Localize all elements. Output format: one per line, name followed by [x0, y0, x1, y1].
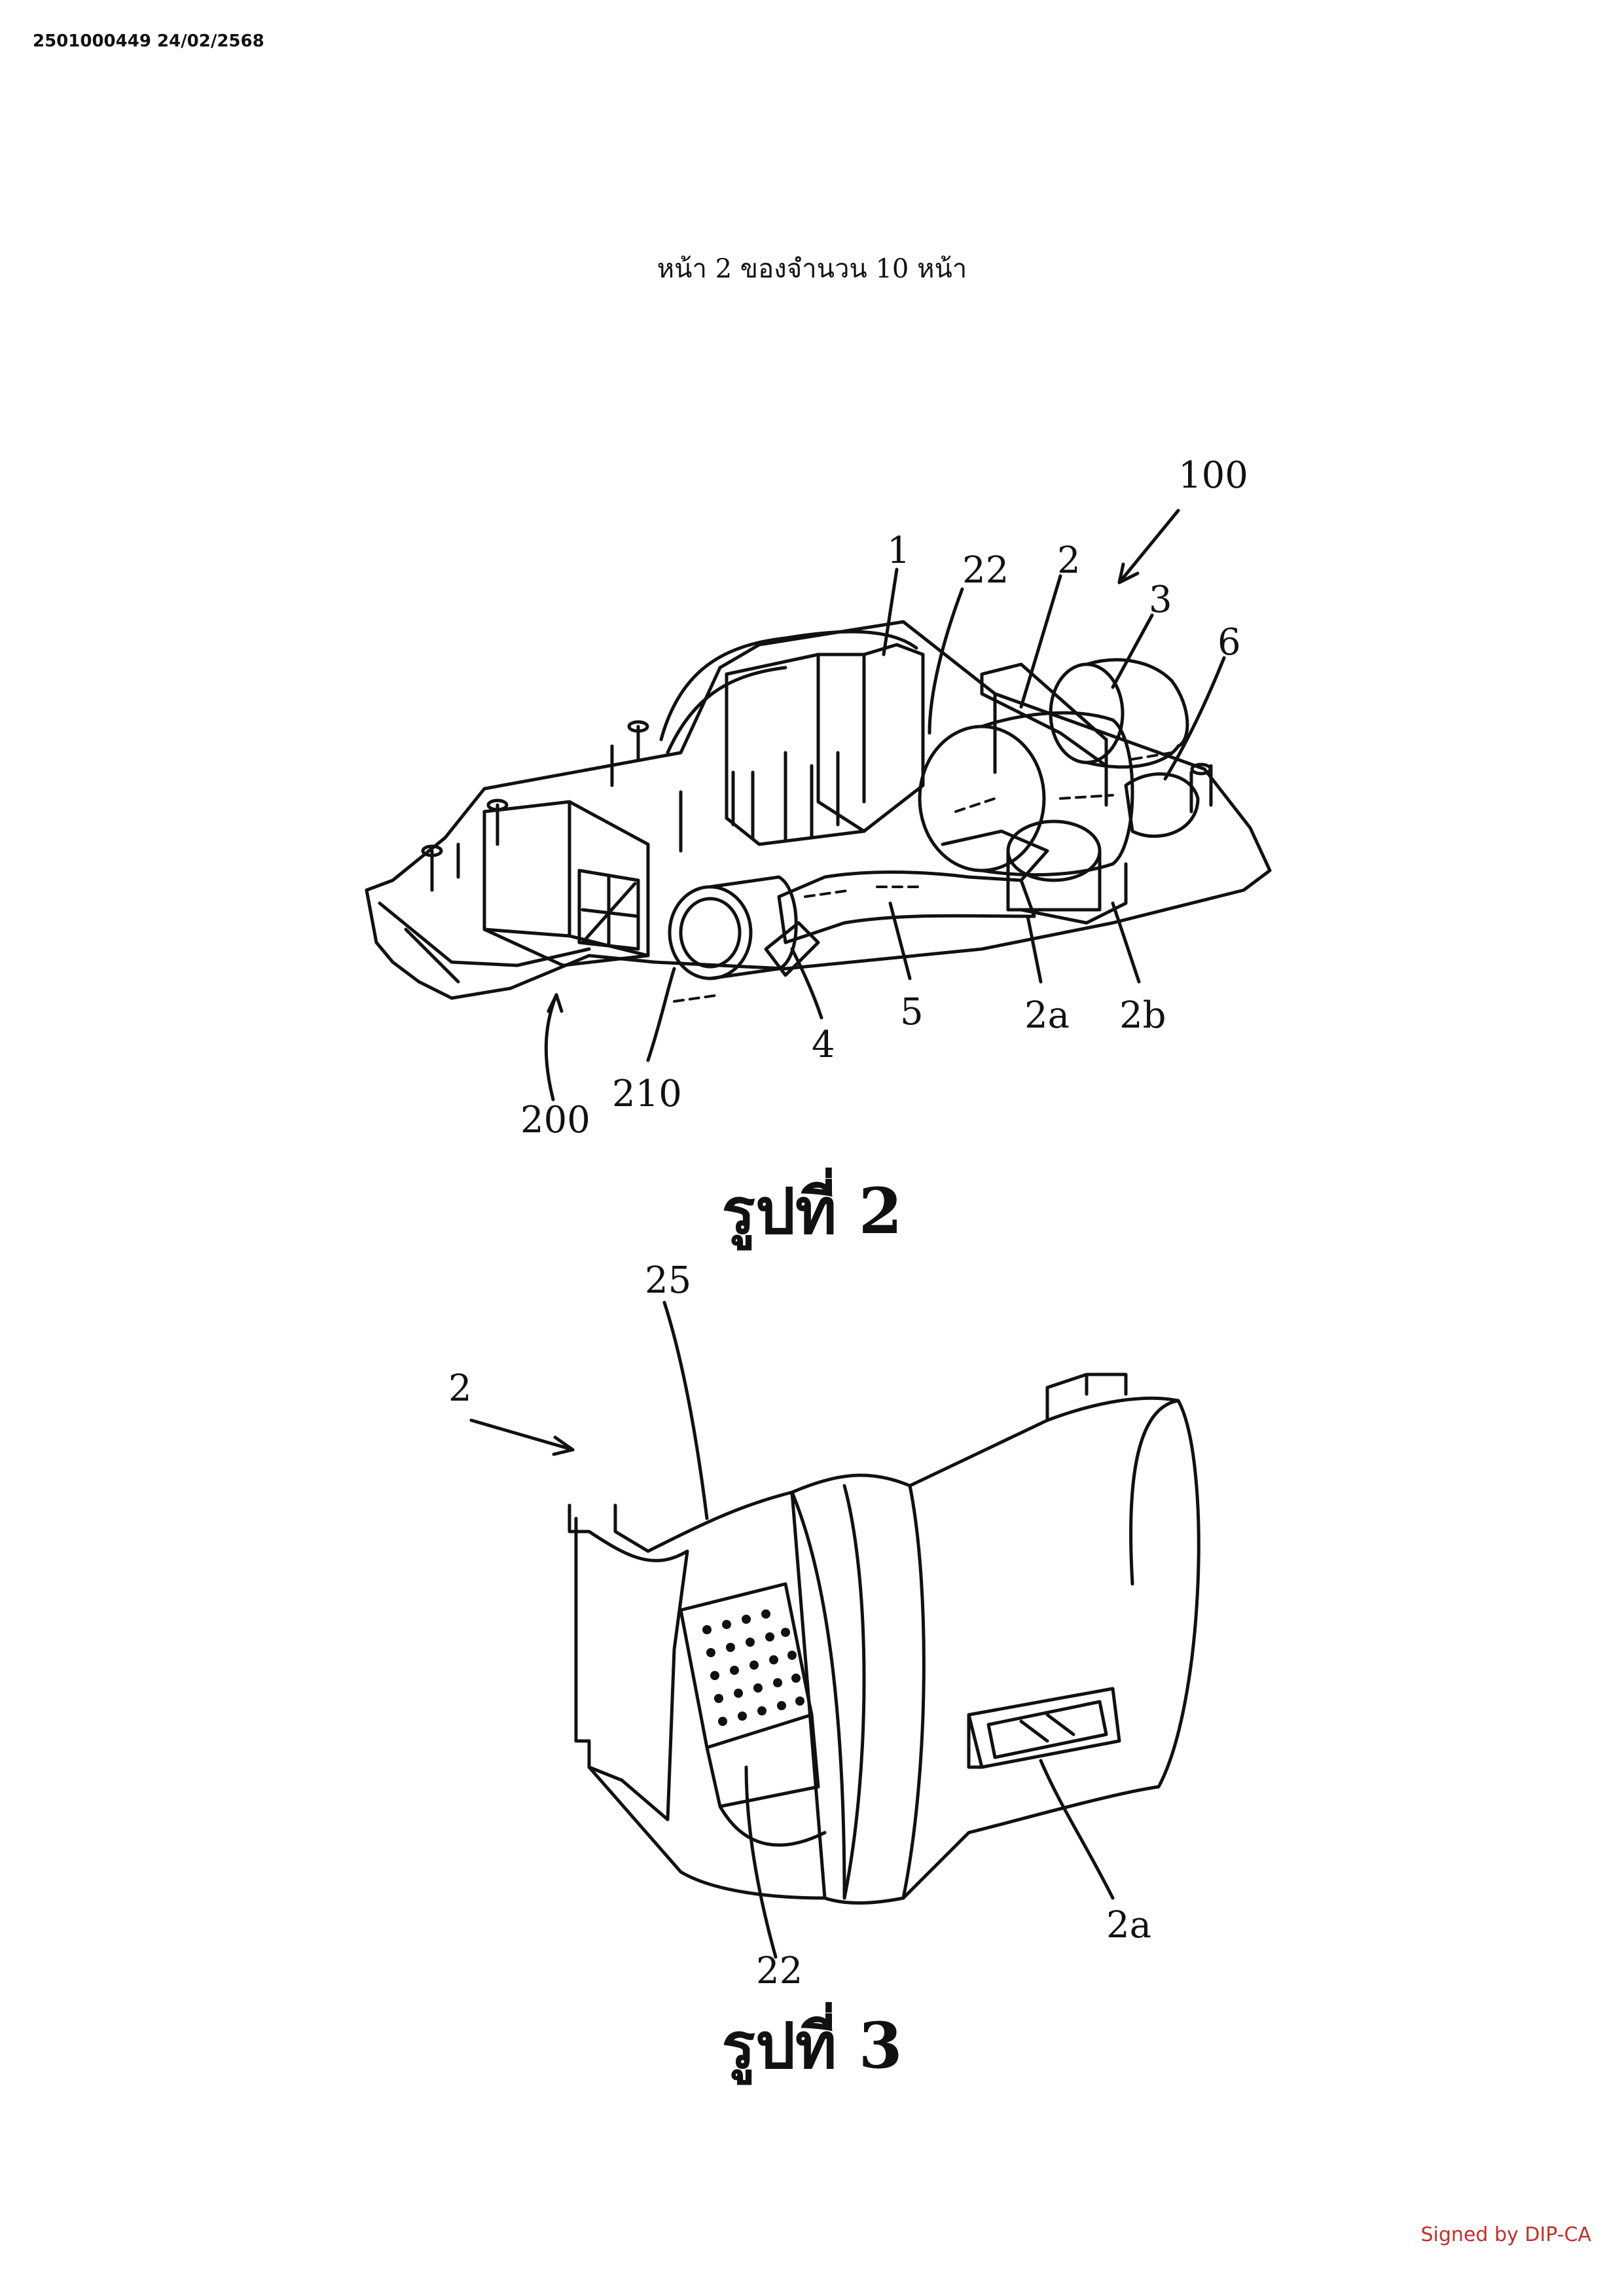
- label-25: 25: [645, 1259, 691, 1302]
- label-fig3-22: 22: [756, 1950, 803, 1992]
- figure-3-caption: รูปที่ 3: [721, 2009, 903, 2083]
- label-2: 2: [1057, 539, 1081, 582]
- inlet-box: [482, 800, 650, 967]
- tower-1: [725, 643, 925, 846]
- label-fig3-2a: 2a: [1106, 1904, 1151, 1946]
- leader-100: [1117, 509, 1180, 584]
- label-4: 4: [812, 1024, 835, 1066]
- label-22: 22: [962, 549, 1009, 592]
- figure-2-drawing: 100 1 22 2 3 6 2b 2a 5 4 210 200: [365, 454, 1272, 1141]
- label-210: 210: [612, 1073, 682, 1115]
- collar-ring: [790, 1473, 926, 1905]
- label-3: 3: [1149, 579, 1172, 621]
- cylinder-2: [918, 725, 1046, 872]
- signature-footer: Signed by DIP-CA: [1420, 2223, 1591, 2246]
- duct-5: [777, 870, 1036, 944]
- housing-dome: [659, 630, 918, 742]
- label-6: 6: [1218, 621, 1241, 664]
- nozzle-4: [764, 921, 820, 977]
- figure-2-caption: รูปที่ 2: [721, 1174, 903, 1248]
- label-200: 200: [520, 1099, 590, 1141]
- label-100: 100: [1178, 454, 1248, 497]
- label-fig3-2: 2: [448, 1367, 472, 1410]
- leader-2: [469, 1418, 575, 1452]
- outlet-6: [1124, 772, 1200, 838]
- outlet-2a: [967, 1687, 1121, 1769]
- bracket-plate: [568, 1503, 689, 1821]
- label-2a: 2a: [1024, 994, 1070, 1037]
- page-header: หน้า 2 ของจำนวน 10 หน้า: [657, 254, 967, 284]
- figure-3-drawing: 2 25 22 2a: [0, 1244, 1624, 2068]
- label-5: 5: [900, 991, 924, 1033]
- label-2b: 2b: [1119, 994, 1166, 1037]
- main-cylinder: [901, 1396, 1200, 1900]
- base-tray: [365, 620, 1272, 1000]
- label-1: 1: [887, 529, 911, 572]
- grille-22: [679, 1582, 814, 1749]
- application-stamp: 2501000449 24/02/2568: [33, 31, 264, 51]
